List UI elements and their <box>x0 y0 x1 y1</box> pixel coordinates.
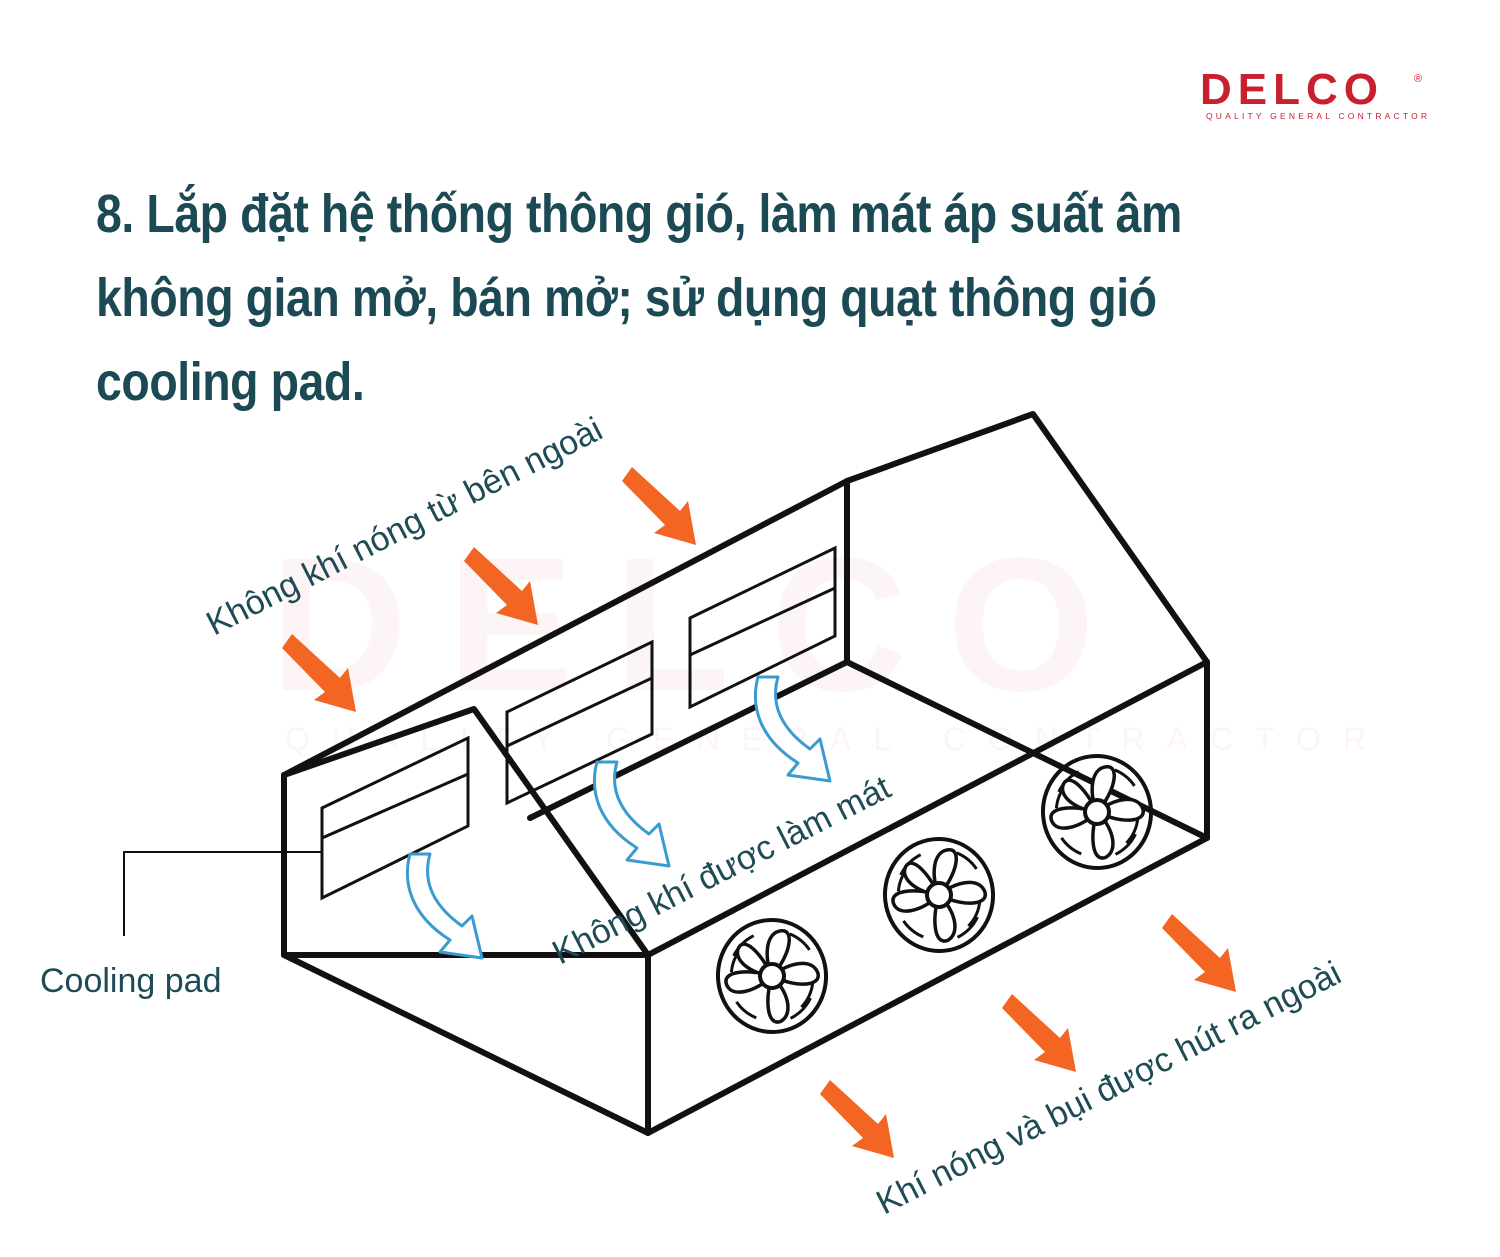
exhaust-label: Khí nóng và bụi được hút ra ngoài <box>870 954 1347 1222</box>
cooling-pad-panel <box>505 639 654 806</box>
logo-wordmark: DELCO <box>1200 68 1384 114</box>
watermark: DELCO QUALITY GENERAL CONTRACTOR <box>270 519 1388 757</box>
back-floor-edge <box>844 659 1210 841</box>
watermark-tagline: QUALITY GENERAL CONTRACTOR <box>285 721 1388 757</box>
back-floor-left <box>527 659 850 821</box>
watermark-wordmark: DELCO <box>270 519 1135 731</box>
delco-logo: DELCO ® QUALITY GENERAL CONTRACTOR <box>1200 68 1430 121</box>
front-wall-top-edge <box>645 659 1210 958</box>
cooling-pad-panel <box>320 735 470 901</box>
back-gable <box>844 411 1210 665</box>
logo-tagline: QUALITY GENERAL CONTRACTOR <box>1206 111 1430 121</box>
logo-registered-mark: ® <box>1414 73 1422 85</box>
cooling-pad-pointer <box>123 851 322 936</box>
page-title: 8. Lắp đặt hệ thống thông gió, làm mát á… <box>96 184 1182 412</box>
cooling-pad-panels <box>320 545 837 901</box>
orange-arrow-icon <box>820 1080 894 1158</box>
blue-curved-arrow-icon <box>592 760 671 868</box>
cooling-pad-label: Cooling pad <box>40 962 221 1000</box>
roof-ridge-line <box>281 478 850 778</box>
fan-icon <box>1035 748 1159 876</box>
cooling-pad-panel <box>688 545 837 710</box>
fan-icon <box>710 912 834 1040</box>
greenhouse-outline <box>281 411 1210 1136</box>
orange-arrow-icon <box>1002 994 1076 1072</box>
fan-icon <box>877 831 1001 959</box>
blue-curved-arrow-icon <box>405 852 484 960</box>
orange-arrow-icon <box>1162 914 1236 992</box>
